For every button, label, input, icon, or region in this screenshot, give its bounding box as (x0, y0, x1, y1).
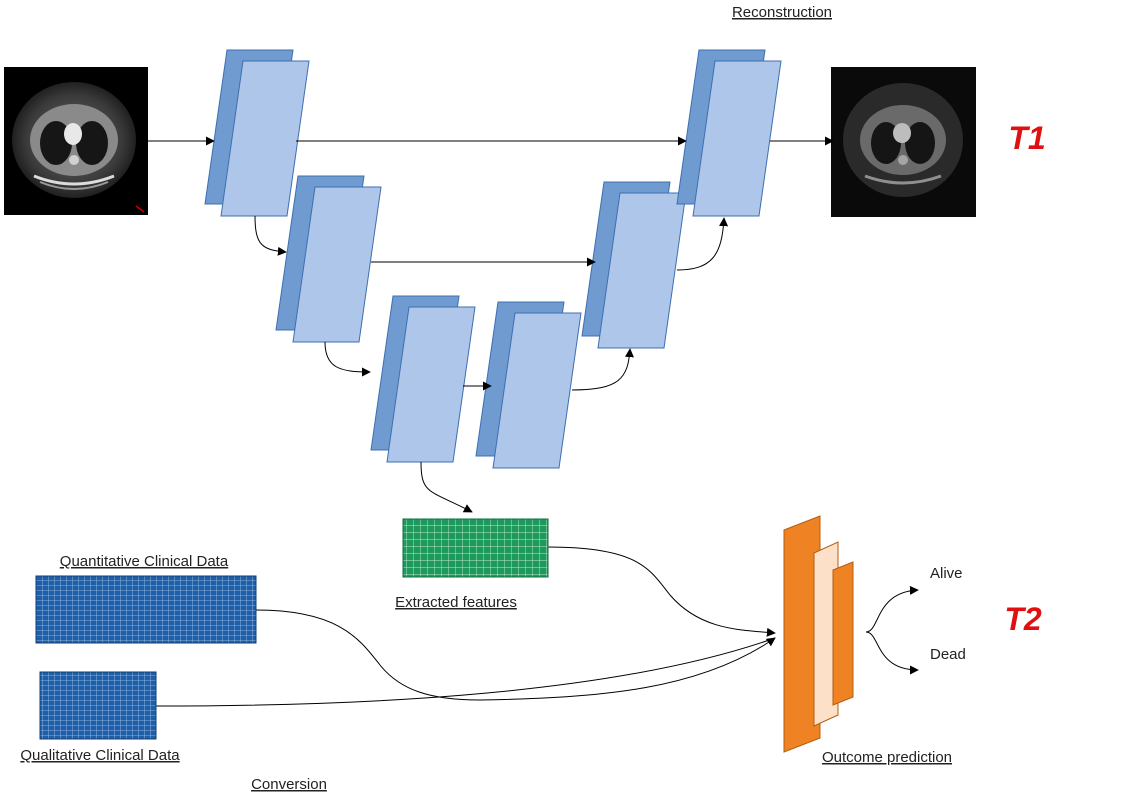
decoder-block-1 (676, 49, 782, 217)
arrow-up-2 (676, 217, 729, 271)
arrow-quantitative-to-predictor (255, 609, 776, 701)
arrow-up-1 (571, 348, 634, 391)
arrow-features-to-predictor (547, 546, 776, 637)
connector-arrows (148, 136, 919, 707)
arrow-down-1 (254, 215, 287, 256)
arrow-to-dead (865, 631, 919, 675)
arrow-down-2 (324, 341, 371, 377)
arrow-qualitative-to-predictor (155, 637, 776, 707)
extracted-features-label: Extracted features (395, 594, 517, 611)
input-ct-scan (4, 67, 148, 215)
bottleneck-block (475, 301, 582, 469)
encoder-block-3 (370, 295, 476, 463)
arrow-to-features (420, 461, 473, 513)
quantitative-data-block (35, 575, 257, 644)
t1-tag: T1 (1008, 120, 1045, 156)
decoder-block-2 (581, 181, 687, 349)
conversion-label: Conversion (251, 776, 327, 793)
encoder-block-1 (204, 49, 310, 217)
qualitative-data-label: Qualitative Clinical Data (20, 747, 180, 764)
encoder-block-2 (275, 175, 382, 343)
output-ct-scan (831, 67, 976, 217)
dead-label: Dead (930, 646, 966, 663)
outcome-predictor (783, 515, 854, 753)
arrow-to-alive (865, 585, 919, 633)
t2-tag: T2 (1004, 601, 1042, 637)
outcome-prediction-label: Outcome prediction (822, 749, 952, 766)
qualitative-data-block (39, 671, 157, 740)
quantitative-data-label: Quantitative Clinical Data (60, 553, 229, 570)
reconstruction-label: Reconstruction (732, 4, 832, 21)
extracted-features-block (402, 518, 549, 578)
alive-label: Alive (930, 565, 963, 582)
